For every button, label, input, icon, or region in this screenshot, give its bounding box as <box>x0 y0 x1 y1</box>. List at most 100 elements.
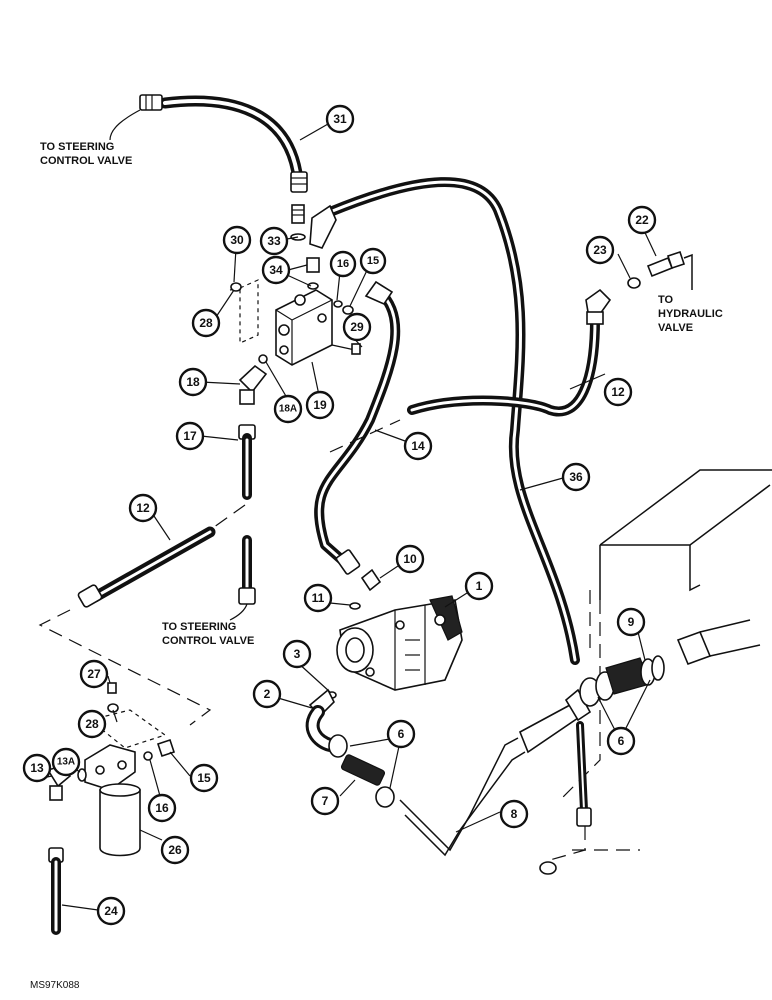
callout-26-label: 26 <box>168 843 182 857</box>
callout-6b: 6 <box>606 726 636 756</box>
filter-assembly <box>46 682 176 935</box>
callout-30-label: 30 <box>230 233 244 247</box>
callout-2: 2 <box>252 679 282 709</box>
callout-13: 13 <box>22 753 52 783</box>
callout-14: 14 <box>403 431 433 461</box>
callout-33: 33 <box>259 226 289 256</box>
callout-2-label: 2 <box>264 687 271 701</box>
hose-steering-mid <box>238 535 256 605</box>
callout-23-label: 23 <box>593 243 607 257</box>
note-steering-mid: TO STEERING CONTROL VALVE <box>162 603 254 647</box>
callout-18-label: 18 <box>186 375 200 389</box>
callout-13a: 13A <box>51 747 81 777</box>
callout-7: 7 <box>310 786 340 816</box>
tank-outline <box>559 469 772 851</box>
callout-1: 1 <box>464 571 494 601</box>
callout-7-label: 7 <box>322 794 329 808</box>
note-steering-top: TO STEERING CONTROL VALVE <box>40 109 141 167</box>
callout-16b-label: 16 <box>155 801 169 815</box>
hose-31 <box>139 94 308 193</box>
callout-12b-label: 12 <box>136 501 150 515</box>
hose-12-left <box>77 526 216 608</box>
note-steering-mid-line2: CONTROL VALVE <box>162 635 254 647</box>
callout-16a-label: 16 <box>337 258 349 270</box>
pump-1 <box>336 595 463 691</box>
note-hydraulic: TO HYDRAULIC VALVE <box>658 294 723 334</box>
callout-26: 26 <box>160 835 190 865</box>
callout-33-label: 33 <box>267 234 281 248</box>
callout-24: 24 <box>96 896 126 926</box>
callout-13a-label: 13A <box>57 757 75 768</box>
callout-28b: 28 <box>77 709 107 739</box>
callout-27-label: 27 <box>87 667 101 681</box>
callout-9: 9 <box>616 607 646 637</box>
callout-15a-label: 15 <box>367 255 379 267</box>
callout-28a: 28 <box>191 308 221 338</box>
callout-1-label: 1 <box>476 579 483 593</box>
callout-16b: 16 <box>147 793 177 823</box>
callout-15b: 15 <box>189 763 219 793</box>
callout-11: 11 <box>303 583 333 613</box>
callout-6b-label: 6 <box>618 734 625 748</box>
callout-12a: 12 <box>603 377 633 407</box>
callout-31-label: 31 <box>333 112 347 126</box>
callout-8-label: 8 <box>511 807 518 821</box>
callout-22: 22 <box>627 205 657 235</box>
valve-block-19 <box>229 279 361 366</box>
callout-3-label: 3 <box>294 647 301 661</box>
callout-36: 36 <box>561 462 591 492</box>
callout-15b-label: 15 <box>197 771 211 785</box>
callout-12b: 12 <box>128 493 158 523</box>
callout-17: 17 <box>175 421 205 451</box>
callout-19: 19 <box>305 390 335 420</box>
elbow-18 <box>238 364 268 500</box>
callout-30: 30 <box>222 225 252 255</box>
callout-13-label: 13 <box>30 761 44 775</box>
callout-14-label: 14 <box>411 439 425 453</box>
callout-18a: 18A <box>273 394 303 424</box>
callout-34: 34 <box>261 255 291 285</box>
inlet-parts <box>305 619 761 857</box>
callout-28a-label: 28 <box>199 316 213 330</box>
figure-code: MS97K088 <box>30 980 80 991</box>
callout-11-label: 11 <box>312 591 325 605</box>
note-hydraulic-line3: VALVE <box>658 322 693 334</box>
callout-19-label: 19 <box>313 398 327 412</box>
callout-10-label: 10 <box>403 552 417 566</box>
hose-12-right <box>407 288 612 417</box>
callout-9-label: 9 <box>628 615 635 629</box>
callout-31: 31 <box>325 104 355 134</box>
hose-14 <box>314 280 401 610</box>
leader-lines <box>41 123 657 911</box>
callout-16a: 16 <box>329 250 357 278</box>
note-steering-top-line2: CONTROL VALVE <box>40 155 132 167</box>
callout-18: 18 <box>178 367 208 397</box>
note-steering-top-line1: TO STEERING <box>40 141 114 153</box>
callout-23: 23 <box>585 235 615 265</box>
fitting-22 <box>627 250 693 290</box>
note-hydraulic-line1: TO <box>658 294 674 306</box>
callout-27: 27 <box>79 659 109 689</box>
callout-24-label: 24 <box>104 904 118 918</box>
callout-17-label: 17 <box>183 429 197 443</box>
callout-29-label: 29 <box>350 320 364 334</box>
note-hydraulic-line2: HYDRAULIC <box>658 308 723 320</box>
callout-6a-label: 6 <box>398 727 405 741</box>
callout-6a: 6 <box>386 719 416 749</box>
callout-8: 8 <box>499 799 529 829</box>
hose-return-bottom <box>539 721 592 875</box>
callout-3: 3 <box>282 639 312 669</box>
hose-36 <box>309 177 580 665</box>
callout-29: 29 <box>342 312 372 342</box>
callout-22-label: 22 <box>635 213 649 227</box>
callout-18a-label: 18A <box>279 404 297 415</box>
callout-34-label: 34 <box>269 263 283 277</box>
callout-10: 10 <box>395 544 425 574</box>
note-steering-mid-line1: TO STEERING <box>162 621 236 633</box>
callout-28b-label: 28 <box>85 717 99 731</box>
callout-12a-label: 12 <box>611 385 625 399</box>
callout-36-label: 36 <box>569 470 583 484</box>
callout-15a: 15 <box>359 247 387 275</box>
